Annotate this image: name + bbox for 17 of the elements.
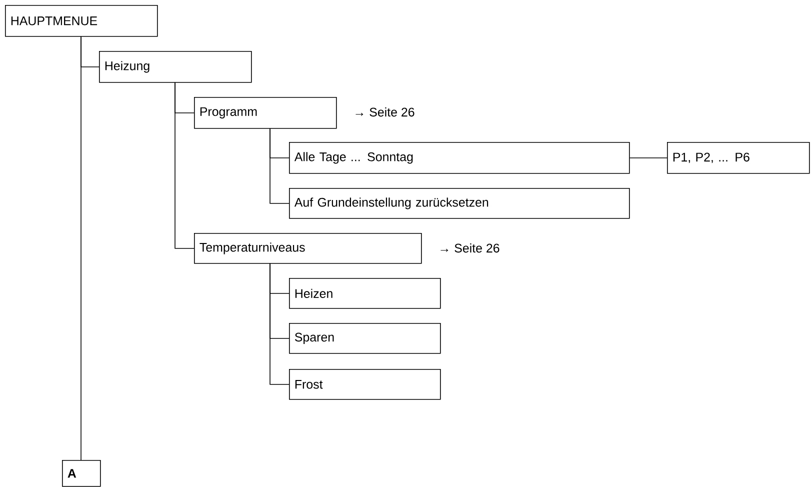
menu-box: Auf Grundeinstellung zurücksetzen bbox=[289, 188, 630, 219]
menu-box: P1, P2, ... P6 bbox=[667, 142, 810, 174]
menu-box: Alle Tage ... Sonntag bbox=[289, 142, 630, 174]
menu-box: Sparen bbox=[289, 323, 441, 354]
menu-box: Frost bbox=[289, 369, 441, 400]
menu-box: HAUPTMENUE bbox=[5, 5, 158, 37]
menu-box: Heizen bbox=[289, 278, 441, 309]
connector-line bbox=[270, 263, 290, 385]
menu-box: Programm bbox=[194, 97, 337, 129]
page-reference: → Seite 26 bbox=[440, 243, 500, 253]
menu-box: Temperaturniveaus bbox=[194, 232, 422, 264]
menu-box: Heizung bbox=[99, 51, 252, 83]
connector-line bbox=[80, 36, 82, 460]
page-reference: → Seite 26 bbox=[356, 107, 414, 117]
menu-box: A bbox=[62, 460, 101, 487]
connector-line bbox=[174, 82, 194, 249]
connector-line bbox=[270, 128, 290, 204]
